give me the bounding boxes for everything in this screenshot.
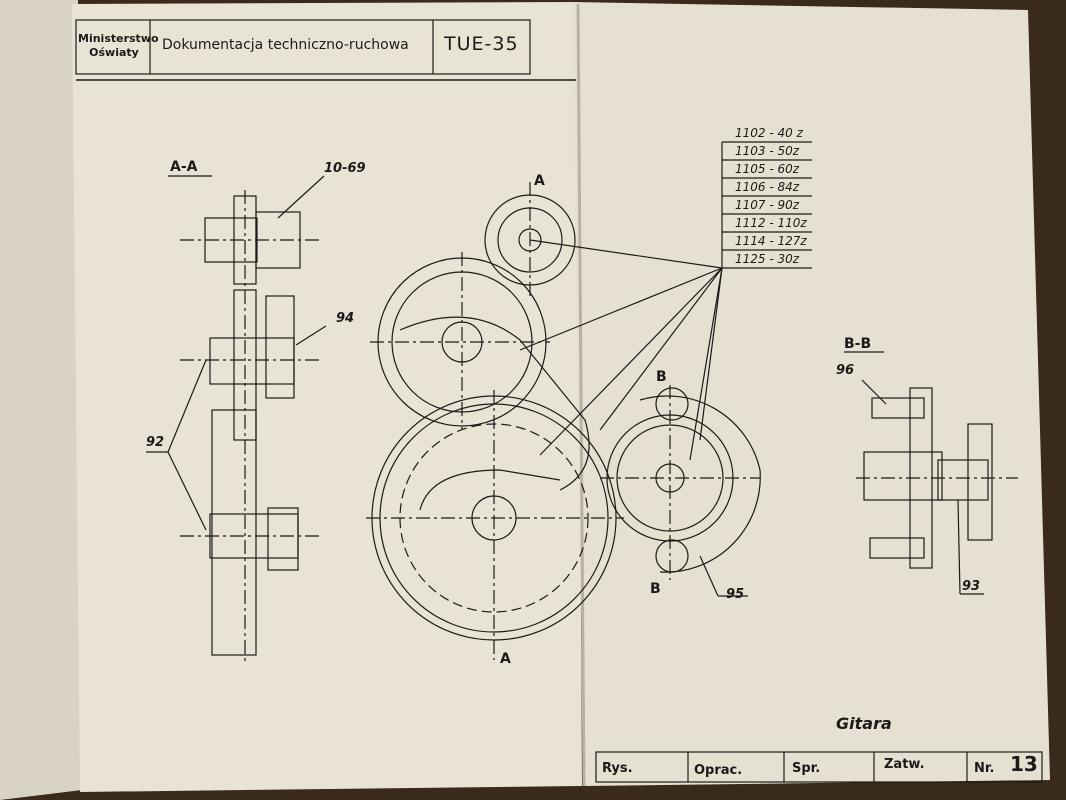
section-mark-a-bottom: A bbox=[500, 651, 511, 667]
gear-list-item: 1125 - 30z bbox=[735, 252, 800, 266]
gear-list-item: 1103 - 50z bbox=[735, 144, 800, 158]
gear-list-item: 1107 - 90z bbox=[735, 198, 800, 212]
part-label-94: 94 bbox=[336, 311, 355, 326]
ministry-label: Ministerstwo Oświaty bbox=[78, 32, 159, 60]
section-mark-a-top: A bbox=[534, 173, 545, 189]
title-block-spr: Spr. bbox=[792, 761, 821, 776]
title-block-zatw: Zatw. bbox=[884, 757, 925, 772]
drawing-name: Gitara bbox=[836, 714, 892, 733]
title-block-nr-value: 13 bbox=[1010, 752, 1038, 776]
part-label-96: 96 bbox=[836, 363, 855, 378]
section-bb-label: B-B bbox=[844, 336, 872, 352]
part-label-92: 92 bbox=[146, 435, 165, 450]
section-aa-label: A-A bbox=[170, 159, 198, 175]
document-code: TUE-35 bbox=[444, 33, 519, 55]
gear-list-item: 1102 - 40 z bbox=[735, 126, 803, 140]
gear-list-item: 1114 - 127z bbox=[735, 234, 807, 248]
gear-list-item: 1112 - 110z bbox=[735, 216, 807, 230]
section-mark-b-bottom: B bbox=[650, 581, 661, 597]
section-mark-b-top: B bbox=[656, 369, 667, 385]
document-title: Dokumentacja techniczno-ruchowa bbox=[162, 37, 409, 53]
gear-ratio-label: 10-69 bbox=[324, 161, 366, 176]
gear-list-item: 1105 - 60z bbox=[735, 162, 800, 176]
gear-list-item: 1106 - 84z bbox=[735, 180, 800, 194]
title-block-oprac: Oprac. bbox=[694, 763, 743, 778]
title-block-nr-label: Nr. bbox=[974, 761, 995, 776]
part-label-95: 95 bbox=[726, 587, 745, 602]
title-block-rys: Rys. bbox=[602, 761, 633, 776]
part-label-93: 93 bbox=[962, 579, 981, 594]
